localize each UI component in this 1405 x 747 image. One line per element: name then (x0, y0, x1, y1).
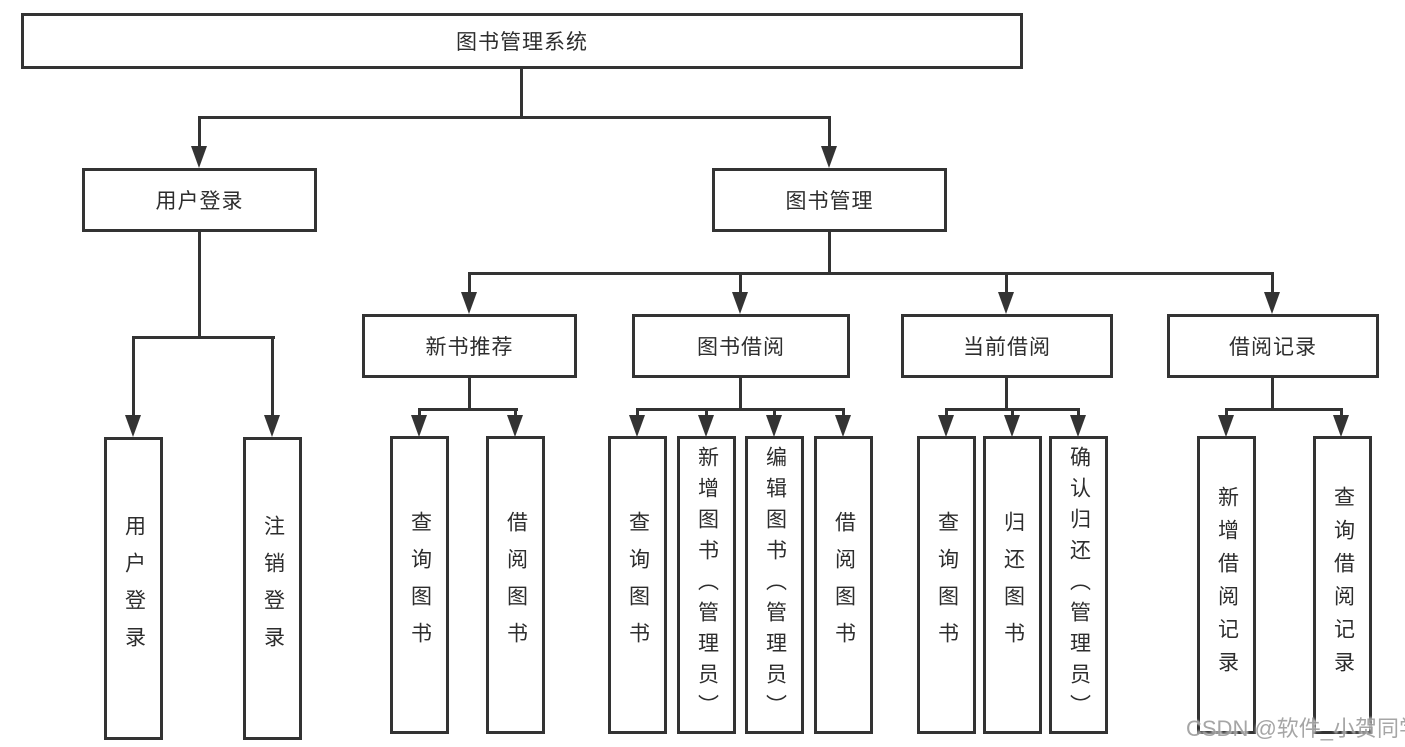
node-label: 查询图书 (626, 511, 650, 659)
connector-line (828, 232, 831, 275)
node-label: 借阅记录 (1229, 336, 1317, 359)
arrow-down-icon (998, 292, 1014, 314)
connector-line (468, 378, 471, 411)
arrow-down-icon (507, 415, 523, 437)
node-label: 图书借阅 (697, 336, 785, 359)
connector-line (636, 408, 845, 411)
node-query-books-borrow: 查询图书 (608, 436, 667, 734)
connector-line (468, 272, 471, 298)
connector-line (636, 408, 639, 420)
connector-line (1225, 408, 1228, 420)
node-label: 注销登录 (261, 514, 285, 663)
connector-line (1271, 378, 1274, 411)
arrow-down-icon (629, 415, 645, 437)
connector-line (1005, 378, 1008, 411)
connector-line (773, 408, 776, 420)
node-label: 编辑图书（管理员） (763, 445, 787, 725)
node-current-borrowing: 当前借阅 (901, 314, 1113, 378)
connector-line (271, 336, 274, 418)
arrow-down-icon (191, 146, 207, 168)
node-label: 用户登录 (122, 514, 146, 663)
node-label: 图书管理 (785, 190, 874, 213)
node-logout: 注销登录 (243, 437, 302, 740)
connector-line (198, 116, 201, 152)
node-return-books: 归还图书 (983, 436, 1042, 734)
connector-line (514, 408, 517, 420)
connector-line (1225, 408, 1343, 411)
node-library-management-system: 图书管理系统 (21, 13, 1023, 69)
connector-line (1005, 272, 1008, 298)
arrow-down-icon (1218, 415, 1234, 437)
node-new-book-recommendation: 新书推荐 (362, 314, 577, 378)
arrow-down-icon (125, 415, 141, 437)
node-label: 新增图书（管理员） (695, 445, 719, 725)
arrow-down-icon (1070, 415, 1086, 437)
node-confirm-return-admin: 确认归还（管理员） (1049, 436, 1108, 734)
node-borrowing-records: 借阅记录 (1167, 314, 1379, 378)
connector-line (1011, 408, 1014, 420)
arrow-down-icon (732, 292, 748, 314)
connector-line (198, 116, 831, 119)
connector-line (132, 336, 135, 418)
node-borrow-books: 借阅图书 (814, 436, 873, 734)
node-label: 新书推荐 (425, 336, 514, 359)
node-login: 用户登录 (104, 437, 163, 740)
node-label: 借阅图书 (504, 511, 528, 659)
node-book-management: 图书管理 (712, 168, 947, 232)
arrow-down-icon (264, 415, 280, 437)
connector-line (418, 408, 518, 411)
arrow-down-icon (821, 146, 837, 168)
connector-line (198, 232, 201, 339)
connector-line (945, 408, 948, 420)
connector-line (468, 272, 1274, 275)
arrow-down-icon (1264, 292, 1280, 314)
node-book-borrowing: 图书借阅 (632, 314, 850, 378)
node-label: 确认归还（管理员） (1067, 445, 1091, 725)
arrow-down-icon (461, 292, 477, 314)
connector-line (132, 336, 275, 339)
node-edit-book-admin: 编辑图书（管理员） (745, 436, 804, 734)
node-query-borrow-record: 查询借阅记录 (1313, 436, 1372, 734)
watermark-csdn: CSDN @软件_小贺同学 (1186, 716, 1405, 741)
connector-line (1340, 408, 1343, 420)
node-query-books-recommend: 查询图书 (390, 436, 449, 734)
arrow-down-icon (766, 415, 782, 437)
node-label: 借阅图书 (832, 511, 856, 659)
connector-line (739, 272, 742, 298)
arrow-down-icon (698, 415, 714, 437)
node-query-books-current: 查询图书 (917, 436, 976, 734)
arrow-down-icon (835, 415, 851, 437)
arrow-down-icon (411, 415, 427, 437)
node-label: 查询图书 (408, 511, 432, 659)
node-label: 归还图书 (1001, 511, 1025, 659)
connector-line (1077, 408, 1080, 420)
node-add-borrow-record: 新增借阅记录 (1197, 436, 1256, 734)
connector-line (828, 116, 831, 152)
node-user-login: 用户登录 (82, 168, 317, 232)
node-label: 查询借阅记录 (1331, 486, 1355, 684)
node-label: 用户登录 (155, 190, 244, 213)
node-label: 查询图书 (935, 511, 959, 659)
connector-line (1271, 272, 1274, 298)
connector-line (705, 408, 708, 420)
connector-line (520, 69, 523, 117)
connector-line (418, 408, 421, 420)
node-borrow-books-recommend: 借阅图书 (486, 436, 545, 734)
connector-line (739, 378, 742, 411)
arrow-down-icon (1004, 415, 1020, 437)
node-add-book-admin: 新增图书（管理员） (677, 436, 736, 734)
node-label: 图书管理系统 (456, 31, 588, 54)
connector-line (842, 408, 845, 420)
arrow-down-icon (938, 415, 954, 437)
node-label: 新增借阅记录 (1215, 486, 1239, 684)
arrow-down-icon (1333, 415, 1349, 437)
node-label: 当前借阅 (963, 336, 1051, 359)
